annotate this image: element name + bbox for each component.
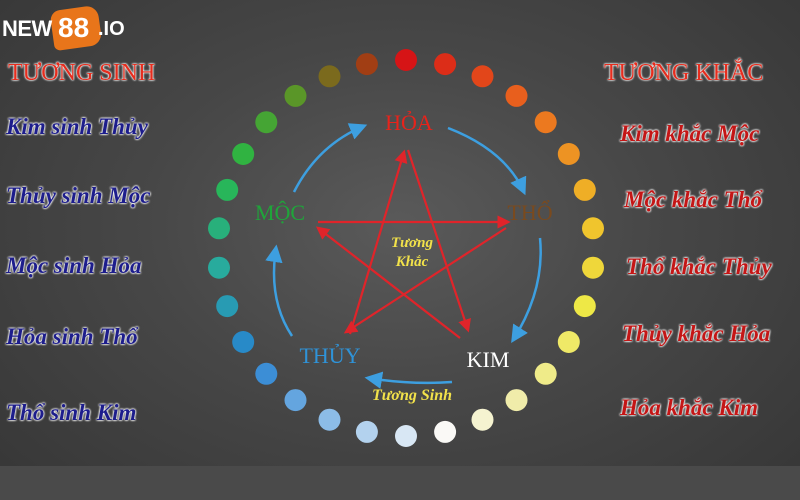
element-label-hoa: HỎA	[385, 110, 433, 135]
ring-dot	[232, 143, 255, 165]
element-label-thuy: THỦY	[299, 343, 360, 368]
tuong-khac-star	[315, 149, 511, 339]
ring-dot	[284, 84, 307, 107]
tuong-khac-item: Thổ khắc Thủy	[626, 254, 772, 279]
logo-number: 88	[58, 12, 90, 43]
ring-dot	[557, 331, 580, 353]
center-label-line2: Khắc	[395, 254, 429, 270]
tuong-sinh-item: Hỏa sinh Thổ	[6, 324, 138, 349]
ring-dot	[255, 362, 278, 385]
ring-dot	[573, 178, 596, 201]
star-arrow	[343, 227, 507, 334]
bottom-strip	[0, 466, 800, 500]
cycle-arrow	[447, 126, 527, 196]
ring-dot	[355, 420, 378, 443]
ring-dot	[395, 425, 417, 447]
logo-suffix: .IO	[98, 18, 125, 40]
ring-dot	[505, 389, 528, 412]
ring-dot	[505, 84, 528, 107]
ring-dot	[284, 389, 307, 412]
element-label-tho: THỔ	[507, 200, 552, 225]
ring-dot	[216, 178, 239, 201]
ring-dot	[471, 65, 494, 88]
ring-dot	[318, 65, 341, 88]
tuong-sinh-cycle-arrows	[265, 123, 542, 389]
ring-dot	[255, 111, 278, 134]
star-arrow	[348, 149, 408, 335]
element-labels: HỎA THỔ KIM THỦY MỘC	[255, 110, 553, 372]
ring-dot	[534, 362, 557, 385]
star-arrow	[315, 226, 461, 339]
ring-dot	[355, 53, 378, 76]
cycle-label: Tương Sinh	[372, 387, 452, 404]
ring-dot	[434, 53, 457, 76]
ring-dot	[434, 420, 457, 443]
tuong-khac-item: Thủy khắc Hỏa	[622, 321, 771, 346]
logo-prefix: NEW	[2, 16, 52, 41]
cycle-arrow	[292, 123, 368, 193]
color-dot-ring	[208, 49, 604, 447]
ring-dot	[216, 295, 239, 318]
element-label-moc: MỘC	[255, 200, 305, 225]
tuong-sinh-item: Kim sinh Thủy	[6, 114, 148, 139]
ring-dot	[208, 217, 230, 240]
ring-dot	[471, 408, 494, 431]
cycle-arrow	[265, 244, 294, 337]
tuong-sinh-item: Mộc sinh Hỏa	[6, 253, 142, 278]
ring-dot	[534, 111, 557, 134]
cycle-arrow	[364, 371, 453, 389]
star-arrow	[406, 149, 471, 333]
center-label-line1: Tương	[391, 235, 434, 251]
tuong-khac-item: Kim khắc Mộc	[620, 121, 760, 146]
ring-dot	[573, 295, 596, 318]
tuong-khac-title: TƯƠNG KHẮC	[604, 60, 764, 86]
ring-dot	[395, 49, 417, 71]
ring-dot	[232, 331, 255, 353]
ring-dot	[208, 256, 230, 279]
ring-dot	[582, 217, 604, 240]
ring-dot	[582, 256, 604, 279]
tuong-khac-item: Hỏa khắc Kim	[620, 395, 759, 420]
cycle-arrow	[511, 237, 542, 343]
tuong-sinh-title: TƯƠNG SINH	[8, 60, 156, 86]
logo: NEW 88 .IO	[2, 4, 132, 52]
tuong-sinh-item: Thủy sinh Mộc	[6, 183, 151, 208]
ring-dot	[557, 143, 580, 165]
ring-dot	[318, 408, 341, 431]
tuong-khac-item: Mộc khắc Thổ	[624, 187, 762, 212]
tuong-sinh-item: Thổ sinh Kim	[6, 400, 137, 425]
element-label-kim: KIM	[467, 347, 510, 372]
